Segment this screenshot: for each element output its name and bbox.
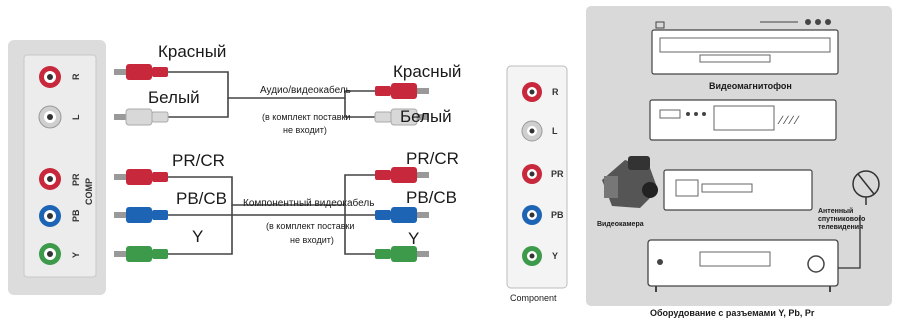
tv-jack-l [38, 105, 62, 129]
camcorder-icon [602, 156, 658, 208]
tv-port-label-pr: PR [71, 173, 81, 186]
receiver-icon [663, 169, 813, 211]
left-pb-label: PB/CB [176, 189, 227, 208]
right-plug-white [374, 108, 429, 126]
comp-port-label-l: L [552, 126, 558, 136]
satellite-label-1: Антенный [818, 207, 853, 215]
satellite-label-2: спутникового [818, 216, 865, 223]
right-y-label: Y [408, 229, 419, 248]
comp-jack-r [522, 82, 542, 102]
right-pb-label: PB/CB [406, 188, 457, 207]
player-icon: ∕ ∕ ∕ ∕ [649, 99, 837, 141]
audio-cable-name: Аудио/видеокабель [260, 84, 351, 96]
left-pr-label: PR/CR [172, 151, 225, 170]
right-red-label: Красный [393, 62, 461, 81]
tv-jack-pr [39, 168, 61, 190]
right-plug-y [375, 246, 429, 262]
tv-port-label-y: Y [71, 252, 81, 258]
left-plug-pr [114, 169, 168, 185]
comp-port-label-y: Y [552, 251, 558, 261]
audio-cable-note-1: (в комплект поставки [262, 112, 350, 122]
right-plug-red [375, 83, 429, 99]
vcr-label: Видеомагнитофон [709, 81, 792, 91]
tv-jack-y [39, 243, 61, 265]
tv-jack-pb [39, 205, 61, 227]
tv-jack-r [39, 66, 61, 88]
comp-jack-l [521, 120, 543, 142]
comp-port-label-pr: PR [551, 169, 564, 179]
comp-jack-y [522, 246, 542, 266]
left-y-label: Y [192, 227, 203, 246]
tv-port-label-l: L [71, 114, 81, 120]
ypbpr-device-icon [647, 239, 839, 292]
cable-wires [168, 71, 375, 255]
right-plug-pr [375, 167, 429, 183]
tv-port-label-pb: PB [71, 209, 81, 222]
right-plug-pb [375, 207, 429, 223]
comp-jack-pr [522, 164, 542, 184]
right-white-label: Белый [400, 107, 452, 126]
component-input-panel: R L PR PB Y [506, 65, 568, 289]
component-cable-note-1: (в комплект поставки [266, 221, 354, 231]
left-red-label: Красный [158, 42, 226, 61]
left-plug-y [114, 246, 168, 262]
tv-comp-label: COMP [84, 178, 94, 205]
camcorder-label: Видеокамера [597, 221, 644, 228]
comp-jack-pb [522, 205, 542, 225]
left-plug-white [114, 108, 169, 126]
svg-text:∕ ∕ ∕ ∕: ∕ ∕ ∕ ∕ [777, 113, 800, 127]
vcr-icon [651, 19, 839, 75]
satellite-dish-icon [852, 170, 880, 205]
comp-port-label-pb: PB [551, 210, 564, 220]
left-white-label: Белый [148, 88, 200, 107]
devices-footer: Оборудование с разъемами Y, Pb, Pr [650, 308, 815, 318]
tv-port-label-r: R [71, 73, 81, 80]
component-cable-note-2: не входит) [290, 235, 334, 245]
audio-cable-note-2: не входит) [283, 125, 327, 135]
left-plug-pb [114, 207, 168, 223]
satellite-label-3: телевидения [818, 224, 863, 231]
left-plug-red [114, 64, 168, 80]
right-pr-label: PR/CR [406, 149, 459, 168]
component-caption: Component [510, 293, 557, 303]
comp-port-label-r: R [552, 87, 559, 97]
devices-panel: Видеомагнитофон ∕ ∕ ∕ ∕ Видеокамера [586, 6, 892, 306]
tv-input-panel: R L PR PB Y COMP [8, 40, 106, 295]
component-cable-name: Компонентный видеокабель [243, 197, 374, 209]
